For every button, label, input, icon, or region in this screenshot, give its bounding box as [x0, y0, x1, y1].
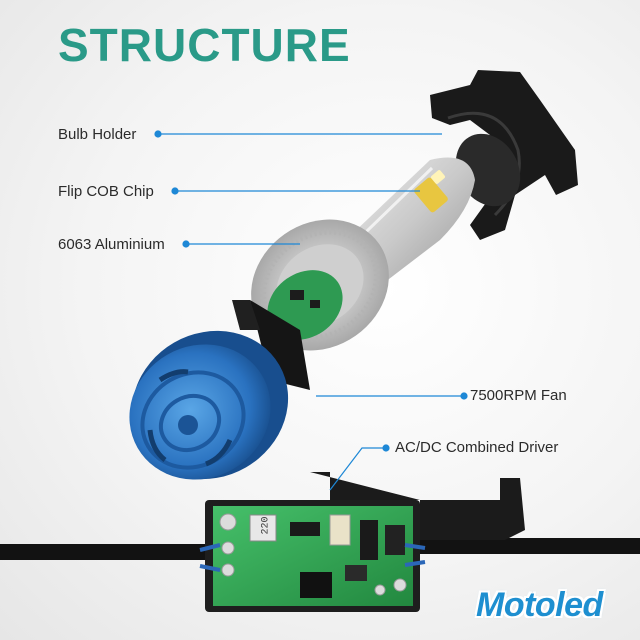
internal-driver-board — [232, 270, 343, 390]
cob-chip — [414, 170, 448, 213]
fan-cap — [129, 330, 289, 480]
label-bulb-holder: Bulb Holder — [58, 126, 137, 143]
label-flip-cob-chip: Flip COB Chip — [58, 183, 154, 200]
board-marking: 220 — [260, 516, 272, 535]
page-title: STRUCTURE — [58, 19, 351, 71]
label-fan: 7500RPM Fan — [470, 387, 567, 404]
driver-cables — [0, 538, 640, 560]
driver-pcb — [199, 506, 426, 606]
brand-logo: Motoled — [476, 586, 603, 624]
label-driver: AC/DC Combined Driver — [395, 439, 559, 456]
label-6063-aluminium: 6063 Aluminium — [58, 236, 165, 253]
leader-lines — [154, 130, 468, 491]
